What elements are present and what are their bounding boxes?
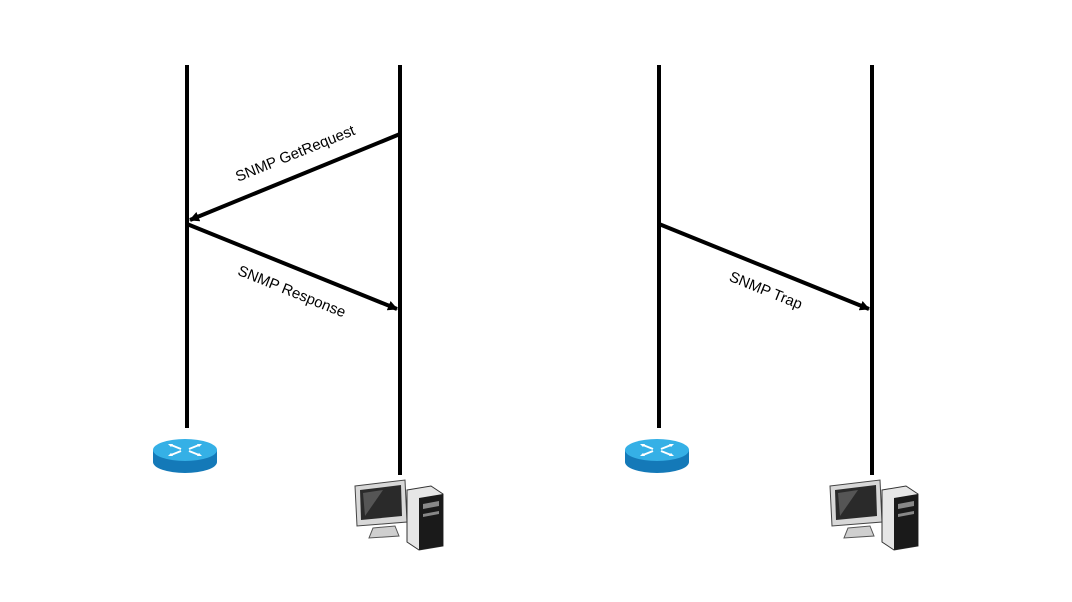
getrequest-arrow (189, 132, 401, 222)
scenario-poll: SNMP GetRequest SNMP Response (153, 65, 444, 551)
trap-label: SNMP Trap (727, 268, 805, 313)
router-icon (625, 439, 689, 473)
response-arrow (186, 222, 398, 311)
computer-icon (829, 479, 919, 551)
response-label: SNMP Response (235, 262, 348, 321)
computer-icon (354, 479, 444, 551)
scenario-trap: SNMP Trap (625, 65, 919, 551)
trap-arrow (658, 222, 870, 311)
router-icon (153, 439, 217, 473)
